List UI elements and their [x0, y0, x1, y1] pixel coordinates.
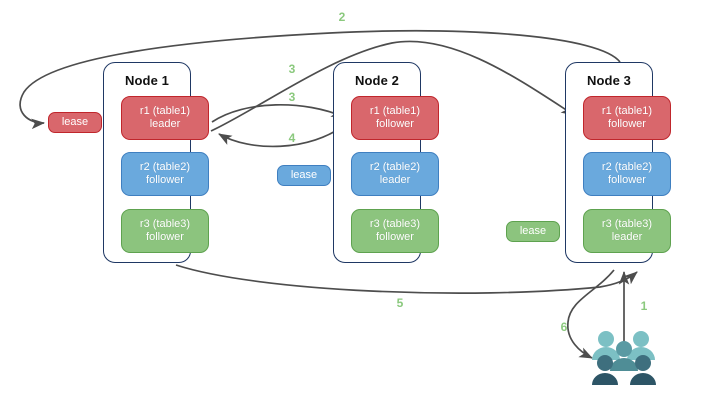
- replica-range-label: r3 (table3): [601, 217, 653, 230]
- users-group-icon: [592, 331, 656, 385]
- replica-role-label: leader: [611, 231, 643, 243]
- node-title: Node 2: [355, 73, 399, 88]
- edge-3-node1-to-node2: [211, 104, 345, 123]
- replica-box[interactable]: r2 (table2) follower: [121, 152, 209, 196]
- replica-range-label: r2 (table2): [601, 160, 653, 173]
- replica-range-label: r3 (table3): [139, 217, 191, 230]
- replica-box[interactable]: r3 (table3) leader: [583, 209, 671, 253]
- step-label-6: 6: [560, 320, 568, 334]
- step-label-2: 2: [338, 10, 346, 24]
- replica-box[interactable]: r1 (table1) follower: [583, 96, 671, 140]
- node-title: Node 1: [125, 73, 169, 88]
- node-title: Node 3: [587, 73, 631, 88]
- replica-range-label: r2 (table2): [139, 160, 191, 173]
- step-label-3-lower: 3: [288, 90, 296, 104]
- replica-range-label: r1 (table1): [601, 104, 653, 117]
- replica-box[interactable]: r2 (table2) leader: [351, 152, 439, 196]
- lease-badge-r3[interactable]: lease: [506, 221, 560, 242]
- edge-5-node1-to-node3: [175, 264, 638, 294]
- step-label-4: 4: [288, 131, 296, 145]
- replica-role-label: follower: [376, 118, 414, 130]
- replica-range-label: r1 (table1): [139, 104, 191, 117]
- replica-range-label: r3 (table3): [369, 217, 421, 230]
- step-label-1: 1: [640, 299, 648, 313]
- lease-badge-r1[interactable]: lease: [48, 112, 102, 133]
- replica-box[interactable]: r2 (table2) follower: [583, 152, 671, 196]
- replica-role-label: follower: [608, 118, 646, 130]
- replica-box[interactable]: r3 (table3) follower: [121, 209, 209, 253]
- replica-role-label: follower: [608, 174, 646, 186]
- step-label-5: 5: [396, 296, 404, 310]
- replica-role-label: follower: [376, 231, 414, 243]
- lease-badge-r2[interactable]: lease: [277, 165, 331, 186]
- replica-box[interactable]: r1 (table1) leader: [121, 96, 209, 140]
- replica-range-label: r2 (table2): [369, 160, 421, 173]
- replica-box[interactable]: r1 (table1) follower: [351, 96, 439, 140]
- replica-box[interactable]: r3 (table3) follower: [351, 209, 439, 253]
- replica-role-label: leader: [379, 174, 411, 186]
- replica-range-label: r1 (table1): [369, 104, 421, 117]
- replica-role-label: follower: [146, 231, 184, 243]
- replica-role-label: leader: [149, 118, 181, 130]
- replica-role-label: follower: [146, 174, 184, 186]
- step-label-3-upper: 3: [288, 62, 296, 76]
